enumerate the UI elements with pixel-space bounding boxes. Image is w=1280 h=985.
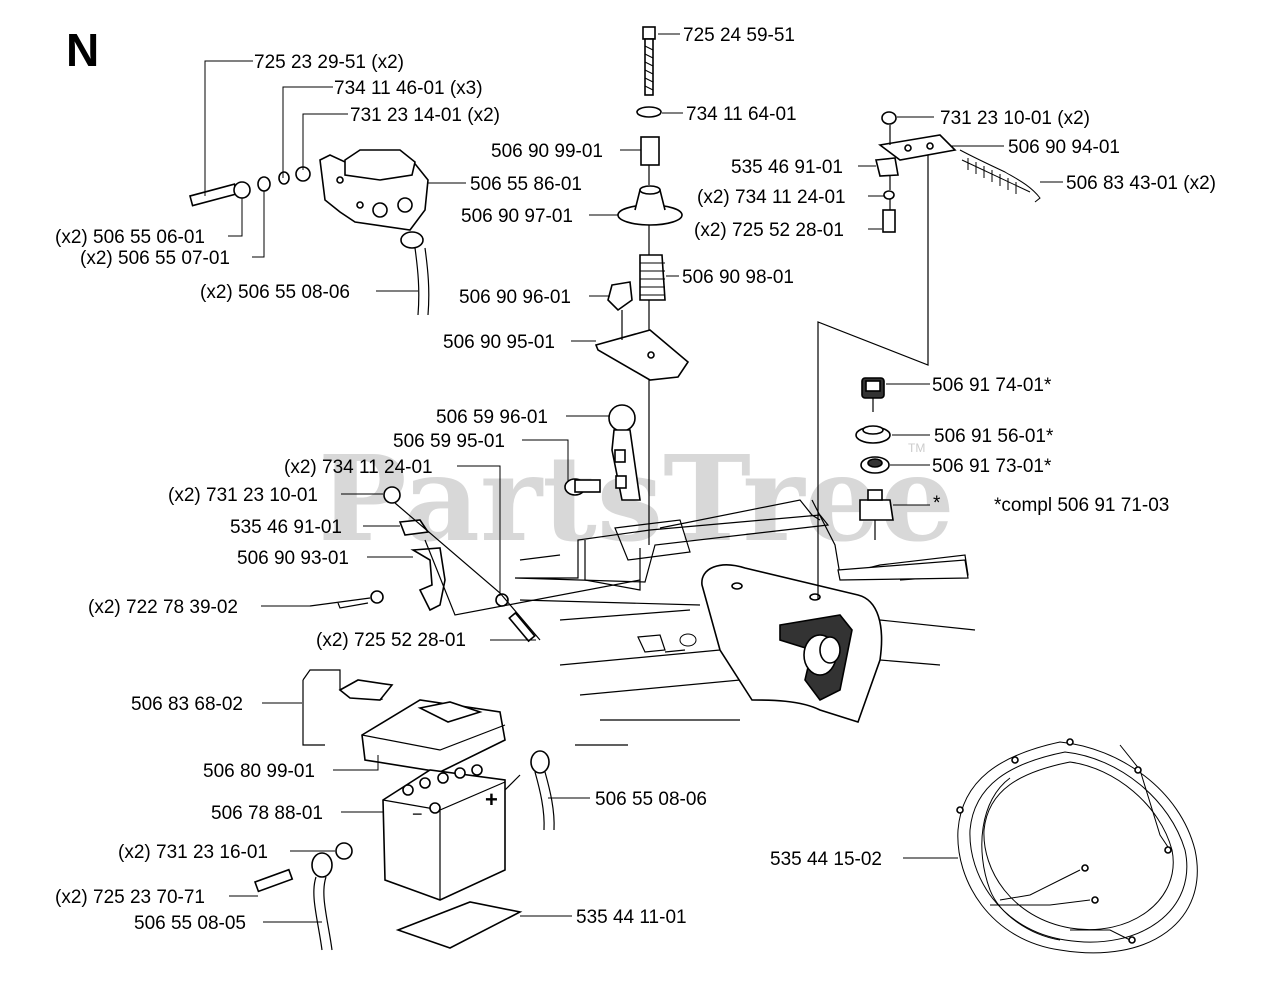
- label-734-11-46-01: 734 11 46-01 (x3): [334, 78, 483, 99]
- label-734-11-64-01: 734 11 64-01: [686, 104, 797, 125]
- label-506-91-73-01: 506 91 73-01*: [932, 456, 1052, 477]
- link-spring-assembly: [817, 111, 1041, 600]
- label-725-52-28-01-left: (x2) 725 52 28-01: [316, 630, 466, 651]
- label-506-90-98-01: 506 90 98-01: [682, 267, 794, 288]
- coil-assembly: [189, 149, 430, 316]
- battery-minus-sign: −: [412, 804, 423, 824]
- part-labels: 725 23 29-51 (x2) 734 11 46-01 (x3) 731 …: [55, 25, 1216, 934]
- label-506-59-95-01: 506 59 95-01: [393, 431, 505, 452]
- wiring-harness: [956, 738, 1198, 954]
- label-722-78-39-02: (x2) 722 78 39-02: [88, 597, 238, 618]
- label-731-23-10-01-left: (x2) 731 23 10-01: [168, 485, 318, 506]
- label-535-44-15-02: 535 44 15-02: [770, 849, 882, 870]
- label-725-52-28-01-right: (x2) 725 52 28-01: [694, 220, 844, 241]
- label-506-55-08-06-top: (x2) 506 55 08-06: [200, 282, 350, 303]
- battery-assembly: + −: [253, 669, 555, 951]
- label-725-23-29-51: 725 23 29-51 (x2): [254, 52, 404, 73]
- label-731-23-16-01: (x2) 731 23 16-01: [118, 842, 268, 863]
- label-506-83-43-01: 506 83 43-01 (x2): [1066, 173, 1216, 194]
- label-731-23-14-01: 731 23 14-01 (x2): [350, 105, 500, 126]
- label-535-46-91-01-left: 535 46 91-01: [230, 517, 342, 538]
- label-506-91-74-01: 506 91 74-01*: [932, 375, 1052, 396]
- chassis-frame: [514, 499, 976, 746]
- label-725-24-59-51: 725 24 59-51: [683, 25, 795, 46]
- label-506-90-93-01: 506 90 93-01: [237, 548, 349, 569]
- label-506-91-56-01: 506 91 56-01*: [934, 426, 1054, 447]
- battery-plus-sign: +: [485, 787, 498, 812]
- lift-lever-stack: [594, 26, 690, 545]
- label-506-83-68-02: 506 83 68-02: [131, 694, 243, 715]
- label-506-90-99-01: 506 90 99-01: [491, 141, 603, 162]
- label-731-23-10-01-right: 731 23 10-01 (x2): [940, 108, 1090, 129]
- label-506-90-96-01: 506 90 96-01: [459, 287, 571, 308]
- label-734-11-24-01-right: (x2) 734 11 24-01: [697, 187, 846, 208]
- label-506-55-06-01: (x2) 506 55 06-01: [55, 227, 205, 248]
- label-535-46-91-01-right: 535 46 91-01: [731, 157, 843, 178]
- label-506-55-86-01: 506 55 86-01: [470, 174, 582, 195]
- label-506-90-94-01: 506 90 94-01: [1008, 137, 1120, 158]
- leader-lines: [204, 33, 1063, 923]
- label-506-78-88-01: 506 78 88-01: [211, 803, 323, 824]
- label-compl-506-91-71-03: *compl 506 91 71-03: [994, 495, 1169, 516]
- label-506-90-95-01: 506 90 95-01: [443, 332, 555, 353]
- label-506-55-08-06-battery: 506 55 08-06: [595, 789, 707, 810]
- label-506-55-07-01: (x2) 506 55 07-01: [80, 248, 230, 269]
- watermark-tm: TM: [908, 441, 925, 455]
- ignition-switch-assembly: [855, 377, 894, 540]
- label-506-55-08-05: 506 55 08-05: [134, 913, 246, 934]
- label-535-44-11-01: 535 44 11-01: [576, 907, 687, 928]
- label-506-59-96-01: 506 59 96-01: [436, 407, 548, 428]
- label-506-90-97-01: 506 90 97-01: [461, 206, 573, 227]
- page-letter: N: [66, 24, 99, 76]
- label-734-11-24-01-left: (x2) 734 11 24-01: [284, 457, 433, 478]
- label-506-80-99-01: 506 80 99-01: [203, 761, 315, 782]
- handle-assembly: [309, 404, 641, 643]
- label-725-23-70-71: (x2) 725 23 70-71: [55, 887, 205, 908]
- label-star: *: [933, 493, 941, 514]
